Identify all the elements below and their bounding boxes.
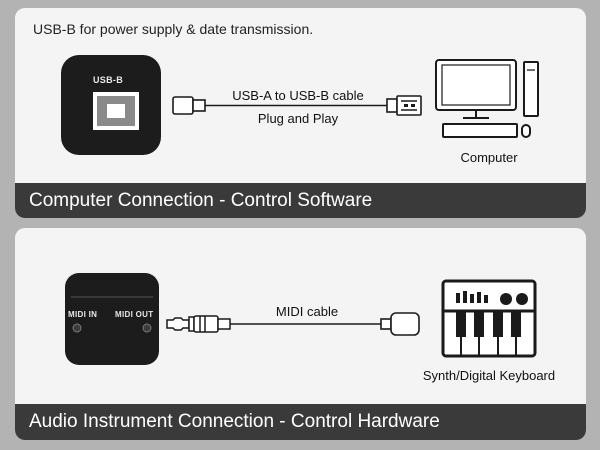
midi-cable-label: MIDI cable	[275, 304, 339, 319]
usb-caption: Computer Connection - Control Software	[15, 183, 586, 218]
usb-diagram	[61, 55, 539, 155]
computer-icon	[435, 59, 539, 138]
usb-cable-sublabel: Plug and Play	[257, 111, 339, 126]
midi-usb-c-plug-icon	[380, 312, 420, 336]
midi-out-port-label: MIDI OUT	[115, 310, 154, 319]
usb-b-plug-icon	[172, 96, 206, 115]
synth-keyboard-label: Synth/Digital Keyboard	[422, 368, 556, 383]
usb-b-device-port	[61, 55, 161, 155]
usb-connection-panel: USB-B for power supply & date transmissi…	[15, 8, 586, 218]
midi-device-ports	[65, 273, 159, 365]
usb-cable-label: USB-A to USB-B cable	[232, 88, 364, 103]
usb-b-port-label: USB-B	[93, 75, 123, 85]
computer-label: Computer	[460, 150, 518, 165]
usb-note: USB-B for power supply & date transmissi…	[33, 21, 314, 37]
midi-in-port-label: MIDI IN	[68, 310, 98, 319]
midi-jack-plug-icon	[166, 315, 231, 333]
synth-keyboard-icon	[441, 279, 537, 358]
midi-connection-panel: MIDI IN MIDI OUT MIDI cable Synth/Digita…	[15, 228, 586, 440]
usb-a-plug-icon	[386, 95, 422, 116]
midi-caption: Audio Instrument Connection - Control Ha…	[15, 404, 586, 440]
midi-diagram	[65, 273, 537, 365]
